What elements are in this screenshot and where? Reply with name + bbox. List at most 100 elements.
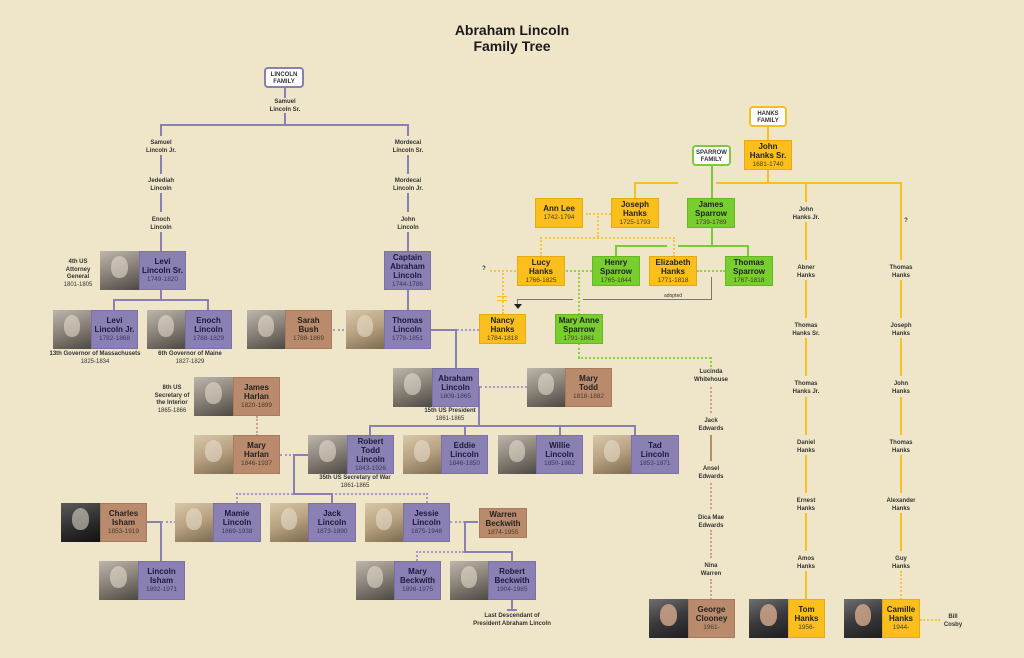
connector-line (559, 425, 561, 436)
connector-line (540, 237, 542, 257)
marriage-line (697, 270, 725, 272)
connector-line (478, 386, 480, 426)
arrow-down-icon (514, 304, 522, 309)
adopted-line (517, 299, 518, 305)
portrait-photo (147, 310, 185, 349)
connector-line (416, 551, 418, 561)
connector-line (900, 182, 902, 260)
connector-line (293, 454, 308, 456)
hanks-family-tag: HANKS FAMILY (749, 106, 787, 127)
connector-line (767, 169, 769, 183)
connector-line (426, 493, 428, 503)
adopted-line (711, 277, 712, 299)
connector-line (160, 124, 162, 136)
connector-line (900, 513, 902, 551)
portrait-photo (53, 310, 91, 349)
connector-line (113, 299, 209, 301)
connector-line (416, 551, 464, 553)
connector-line (805, 182, 807, 202)
connector-line (900, 280, 902, 318)
connector-line (236, 493, 238, 503)
portrait-photo (308, 435, 347, 474)
connector-line (502, 270, 504, 314)
unknown-parent-mark: ? (482, 266, 486, 272)
connector-line (711, 227, 713, 245)
connector-line (578, 270, 580, 315)
connector-line (805, 338, 807, 376)
portrait-photo (194, 435, 233, 474)
connector-line (597, 213, 599, 237)
unknown-parent-mark: ? (904, 218, 908, 224)
connector-line (407, 124, 409, 136)
connector-line (615, 245, 617, 257)
portrait-photo (247, 310, 285, 349)
connector-line (578, 357, 711, 359)
connector-line (369, 425, 371, 436)
connector-line (407, 155, 409, 174)
marriage-line (280, 454, 295, 456)
portrait-photo (749, 599, 788, 638)
connector-line (767, 126, 769, 140)
portrait-photo (450, 561, 488, 600)
connector-line (678, 245, 749, 247)
page-title: Abraham Lincoln Family Tree (454, 22, 570, 54)
connector-line (147, 521, 161, 523)
connector-line (407, 232, 409, 252)
marriage-line (457, 329, 479, 331)
connector-line (207, 299, 209, 311)
connector-line (293, 493, 333, 495)
parent-line (256, 416, 258, 436)
lincoln-family-tag: LINCOLN FAMILY (264, 67, 304, 88)
connector-line (710, 387, 712, 413)
connector-line (160, 290, 162, 300)
connector-line (805, 571, 807, 600)
